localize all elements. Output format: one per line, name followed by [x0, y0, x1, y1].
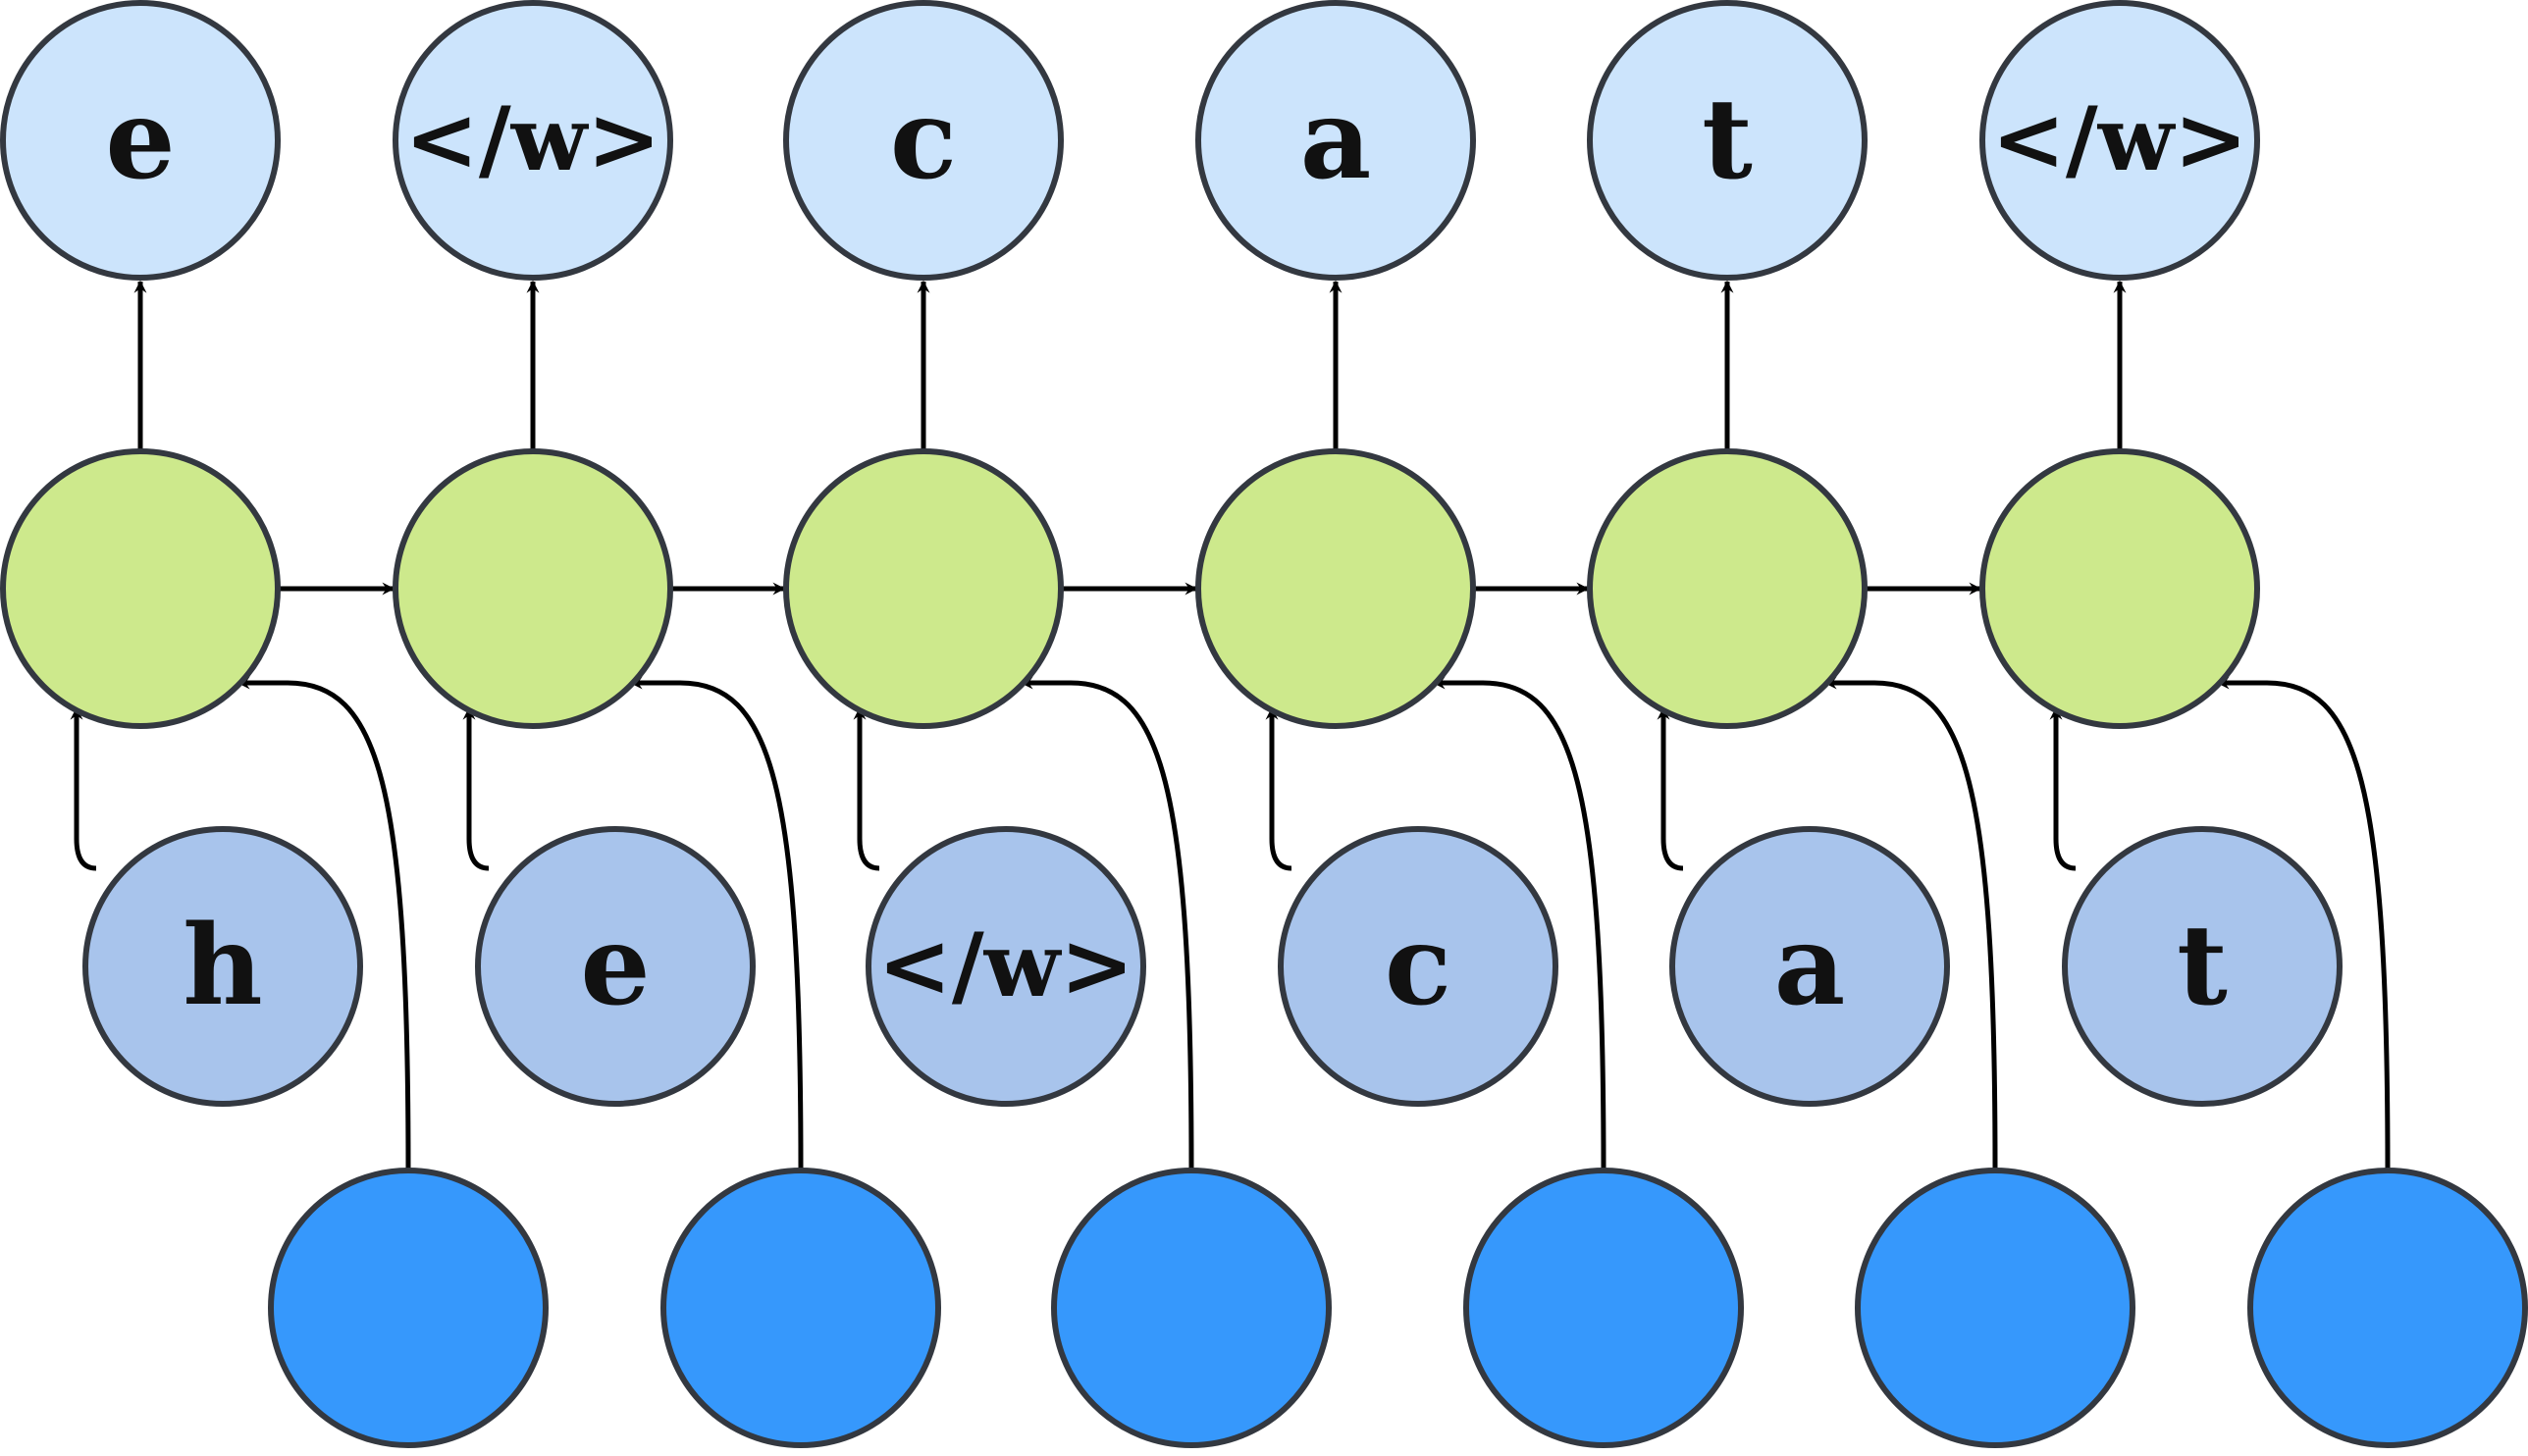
output-node: [0, 0, 281, 281]
input-label: </w>: [877, 913, 1133, 1017]
input-label: t: [2177, 902, 2228, 1030]
output-node: [393, 0, 673, 281]
hidden-node: [0, 448, 281, 729]
output-label: t: [1702, 76, 1753, 204]
input-node: [1669, 826, 1950, 1107]
output-label: </w>: [404, 87, 660, 191]
context-node: [1051, 1168, 1332, 1448]
input-to-hidden-arrow: [2049, 706, 2077, 871]
output-node: [1195, 0, 1476, 281]
context-node: [1855, 1168, 2135, 1448]
input-node: [82, 826, 363, 1107]
input-node: [866, 826, 1146, 1107]
output-node: [783, 0, 1064, 281]
context-to-hidden-arrow: [237, 676, 411, 1171]
input-label: a: [1774, 902, 1846, 1030]
context-node: [268, 1168, 549, 1448]
input-to-hidden-arrow: [1657, 706, 1684, 871]
hidden-node: [1587, 448, 1868, 729]
input-to-hidden-arrow: [70, 706, 97, 871]
hidden-node: [393, 448, 673, 729]
input-label: e: [580, 902, 650, 1030]
output-label: a: [1300, 76, 1372, 204]
input-node: [475, 826, 756, 1107]
hidden-node: [1195, 448, 1476, 729]
context-to-hidden-arrow: [1020, 676, 1194, 1171]
context-to-hidden-arrow: [1432, 676, 1606, 1171]
input-label: c: [1385, 902, 1451, 1030]
context-node: [660, 1168, 941, 1448]
input-label: h: [183, 902, 262, 1030]
input-to-hidden-arrow: [853, 706, 880, 871]
output-label: c: [890, 76, 957, 204]
output-label: </w>: [1991, 87, 2247, 191]
input-node: [2062, 826, 2343, 1107]
edges-layer: [70, 280, 2391, 1171]
output-node: [1979, 0, 2260, 281]
input-node: [1278, 826, 1558, 1107]
context-node: [2247, 1168, 2528, 1448]
context-node: [1463, 1168, 1744, 1448]
labels-layer: e h </w> e c </w> a c t a </w> t: [105, 76, 2247, 1030]
hidden-node: [783, 448, 1064, 729]
input-to-hidden-arrow: [1265, 706, 1292, 871]
context-to-hidden-arrow: [2216, 676, 2391, 1171]
output-label: e: [105, 76, 175, 204]
hidden-node: [1979, 448, 2260, 729]
output-node: [1587, 0, 1868, 281]
context-to-hidden-arrow: [1823, 676, 1998, 1171]
context-to-hidden-arrow: [629, 676, 804, 1171]
input-to-hidden-arrow: [462, 706, 490, 871]
